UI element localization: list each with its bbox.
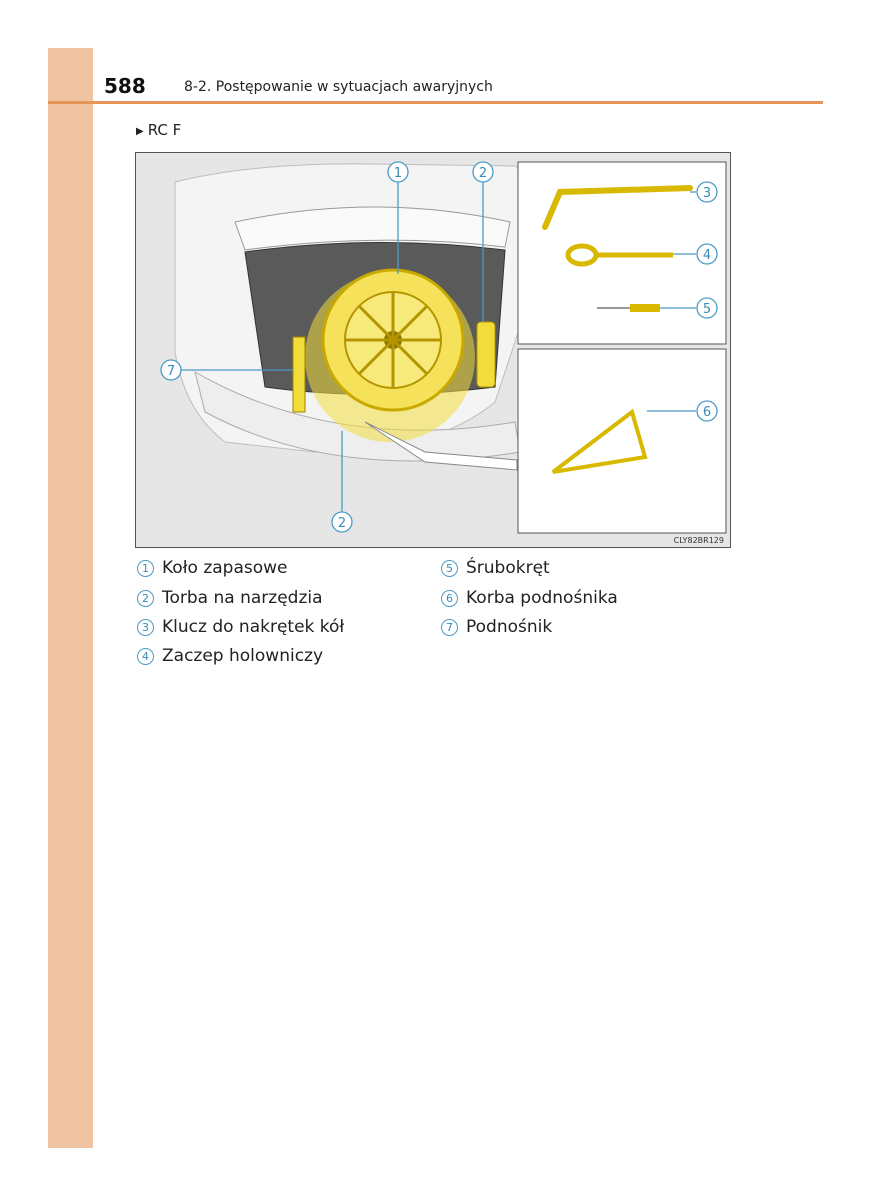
callout-4 [696,243,718,265]
legend-label: Torba na narzędzia [162,588,323,608]
legend-number: 1 [137,559,154,577]
pointer-wedge [364,421,518,471]
legend-number: 2 [137,589,154,607]
screwdriver-handle [630,304,660,312]
section-title: 8-2. Postępowanie w sytuacjach awaryjnyc… [184,79,493,95]
legend-item: 3 Klucz do nakrętek kół [137,617,344,637]
callout-label-2-bottom: 2 [338,516,346,531]
callout-3 [696,181,718,203]
legend-number: 7 [441,618,458,636]
callout-label-7: 7 [167,364,175,379]
callout-2-bottom [331,511,353,533]
figure-code: CLY82BR129 [674,536,724,545]
trunk-illustration: 1 2 3 4 5 6 7 2 CLY82BR129 [135,152,731,548]
callout-6 [696,400,718,422]
callout-1 [387,161,409,183]
lug-wrench [542,185,693,230]
legend-label: Zaczep holowniczy [162,646,324,666]
callout-label-5: 5 [703,302,711,317]
legend-number: 3 [137,618,154,636]
trunk-lid [234,206,511,251]
legend-item: 5 Śrubokręt [441,558,550,578]
legend-item: 6 Korba podnośnika [441,588,618,608]
page-number: 588 [104,74,146,98]
callout-label-6: 6 [703,405,711,420]
tool-bag [476,321,496,388]
inset-lower [517,348,727,534]
legend-item: 4 Zaczep holowniczy [137,646,323,666]
callout-label-4: 4 [703,248,711,263]
legend-number: 6 [441,589,458,607]
callout-label-1: 1 [394,166,402,181]
subhead-label: RC F [147,121,182,139]
callout-label-2-top: 2 [479,166,487,181]
jack [292,336,306,413]
subhead: ▶RC F [136,121,181,139]
legend-label: Klucz do nakrętek kół [162,617,345,637]
legend-label: Śrubokręt [466,558,550,578]
triangle-marker-icon: ▶ [136,126,144,137]
callout-label-3: 3 [703,186,711,201]
legend-number: 4 [137,647,154,665]
callout-2-top [472,161,494,183]
legend-item: 1 Koło zapasowe [137,558,288,578]
legend-item: 2 Torba na narzędzia [137,588,323,608]
legend-label: Koło zapasowe [162,558,288,578]
side-strip [48,48,93,1148]
jack-handle [551,408,648,474]
legend-label: Podnośnik [466,617,553,637]
legend-item: 7 Podnośnik [441,617,552,637]
header-rule [48,101,823,104]
legend-label: Korba podnośnika [466,588,618,608]
callout-7 [160,359,182,381]
legend-number: 5 [441,559,458,577]
callout-5 [696,297,718,319]
